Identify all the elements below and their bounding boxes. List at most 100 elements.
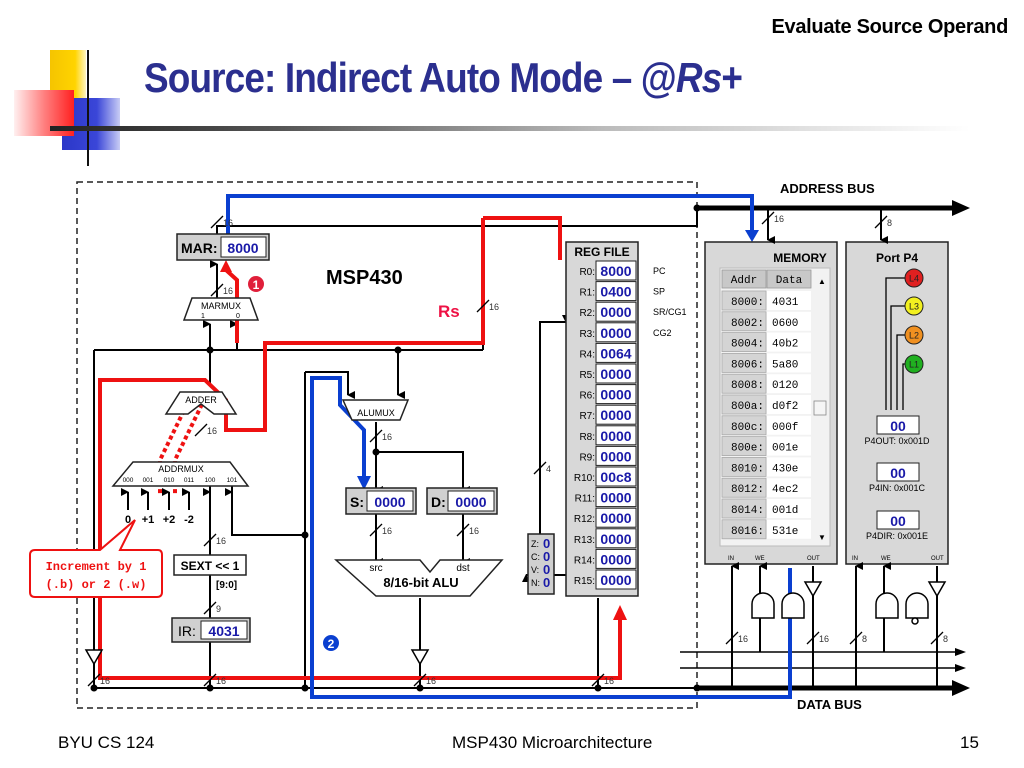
- register-value-box: [595, 569, 637, 590]
- led-l3: [904, 296, 924, 316]
- led-wire: [902, 363, 905, 410]
- d-value: 0000: [455, 494, 486, 510]
- memory-data: 0120: [772, 380, 798, 392]
- addrmux-select-5: 101: [227, 477, 238, 484]
- register-name: R6:: [579, 391, 595, 402]
- title-underline: [50, 126, 970, 131]
- alumux-label: ALUMUX: [357, 408, 395, 418]
- register-name: R4:: [579, 349, 595, 360]
- memory-row[interactable]: 8010:430e: [721, 456, 811, 477]
- bus-width-slash: [210, 215, 224, 229]
- register-row: R8:0000: [579, 425, 637, 446]
- p4-port-out: OUT: [931, 556, 944, 562]
- data-bus-label: DATA BUS: [797, 697, 862, 712]
- bus-width-label: 8: [862, 634, 867, 644]
- footer-topic: MSP430 Microarchitecture: [452, 733, 653, 752]
- register-alias: SP: [653, 287, 665, 297]
- memory-row[interactable]: 8016:531e: [721, 519, 811, 540]
- bus-width-slash: [476, 299, 490, 313]
- memory-row[interactable]: 8000:4031: [721, 290, 811, 311]
- memory-address: 8000:: [731, 297, 764, 309]
- memory-address: 800e:: [731, 443, 764, 455]
- register-name: R10:: [574, 473, 595, 484]
- bus-width-label: 16: [207, 426, 217, 436]
- register-value-box: [595, 301, 637, 322]
- register-alias: SR/CG1: [653, 307, 687, 317]
- bus-width-label: 16: [216, 536, 226, 546]
- memory-data: d0f2: [772, 401, 798, 413]
- flag-name-1: C:: [531, 552, 540, 562]
- register-value: 0000: [600, 428, 631, 444]
- memory-address: 8004:: [731, 339, 764, 351]
- memory-col-addr: Addr: [731, 275, 757, 287]
- register-value: 0000: [600, 490, 631, 506]
- memory-row[interactable]: 8012:4ec2: [721, 477, 811, 498]
- callout-line-2: (.b) or 2 (.w): [46, 578, 147, 592]
- alu-tristate-buffer: [410, 649, 430, 666]
- memory-port-in: IN: [728, 556, 734, 562]
- register-row: R5:0000: [579, 363, 637, 384]
- register-name: R1:: [579, 288, 595, 299]
- memory-row[interactable]: 8002:0600: [721, 311, 811, 332]
- addrmux-constant-1: +1: [142, 514, 155, 526]
- title-decoration-vline: [87, 50, 89, 166]
- bus-width-slash: [874, 215, 888, 229]
- p4-port-in: IN: [852, 556, 858, 562]
- scroll-thumb[interactable]: [813, 400, 827, 416]
- bus-width-slash: [87, 673, 101, 687]
- memory-address: 8010:: [731, 463, 764, 475]
- bus-width-label: 16: [819, 634, 829, 644]
- slide-subtitle: Evaluate Source Operand: [771, 16, 1008, 38]
- flag-value-3: 0: [543, 575, 550, 590]
- scroll-up-icon[interactable]: ▲: [818, 277, 826, 286]
- adder-label: ADDER: [185, 395, 217, 405]
- mar-tristate-buffer: [84, 649, 104, 666]
- addrmux-select-2: 010: [164, 477, 175, 484]
- register-name: R9:: [579, 452, 595, 463]
- memory-scrollbar[interactable]: ▲ ▼: [813, 277, 827, 542]
- port-register-value: 00: [890, 418, 906, 434]
- led-wire: [885, 277, 905, 410]
- bus-width-label: 16: [223, 218, 233, 228]
- memory-row[interactable]: 8008:0120: [721, 373, 811, 394]
- memory-data: 4ec2: [772, 484, 798, 496]
- memory-row[interactable]: 8004:40b2: [721, 332, 811, 353]
- bus-width-label: 16: [382, 432, 392, 442]
- memory-row[interactable]: 800c:000f: [721, 415, 811, 436]
- scroll-down-icon[interactable]: ▼: [818, 533, 826, 542]
- svg-text:2: 2: [328, 637, 335, 651]
- memory-row[interactable]: 800a:d0f2: [721, 394, 811, 415]
- d-register: D: 0000: [426, 487, 498, 515]
- memory-row[interactable]: 8006:5a80: [721, 352, 811, 373]
- bus-width-slash: [533, 461, 547, 475]
- bus-width-label: 16: [469, 526, 479, 536]
- led-l4: [904, 268, 924, 288]
- memory-port-we: WE: [755, 556, 765, 562]
- register-name: R12:: [574, 514, 595, 525]
- sext-box: SEXT << 1 [9:0]: [173, 554, 247, 591]
- register-value: 00c8: [600, 469, 631, 485]
- register-value-box: [595, 384, 637, 405]
- led-label: L3: [909, 302, 919, 312]
- title-tail: +: [721, 54, 743, 101]
- register-row: R7:0000: [579, 404, 637, 425]
- ir-value: 4031: [208, 623, 239, 639]
- bus-width-label: 8: [943, 634, 948, 644]
- callout-line-1: Increment by 1: [46, 560, 147, 574]
- memory-row[interactable]: 800e:001e: [721, 436, 811, 457]
- memory-data: 000f: [772, 422, 798, 434]
- memory-port-out: OUT: [807, 556, 820, 562]
- memory-title: MEMORY: [773, 251, 827, 265]
- register-value: 8000: [600, 263, 631, 279]
- bus-width-slash: [210, 283, 224, 297]
- s-label: S:: [350, 494, 364, 510]
- memory-row[interactable]: 8014:001d: [721, 498, 811, 519]
- flag-value-1: 0: [543, 549, 550, 564]
- led-label: L2: [909, 331, 919, 341]
- p4-port-we: WE: [881, 556, 891, 562]
